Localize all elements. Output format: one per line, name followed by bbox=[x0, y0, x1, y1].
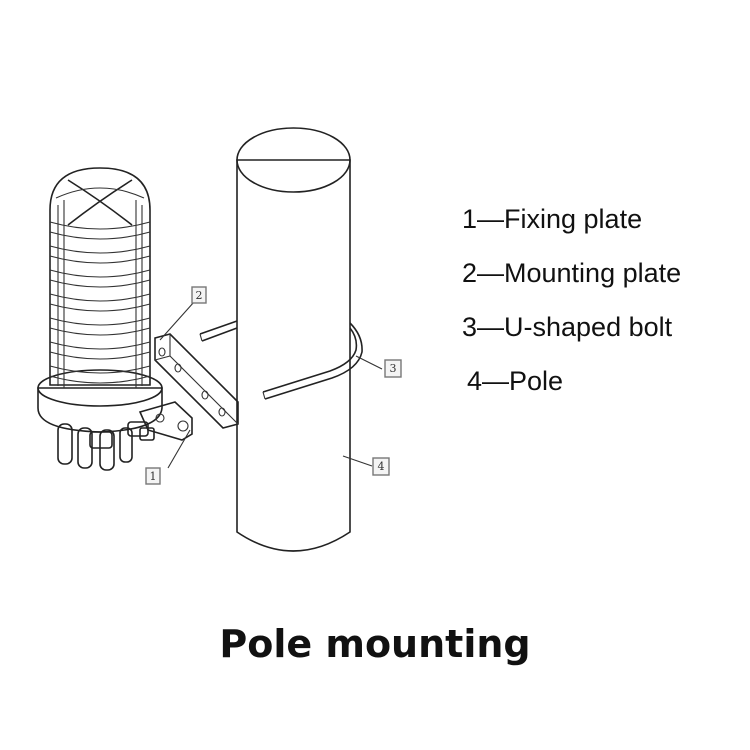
pole bbox=[236, 127, 351, 552]
mounting-plate bbox=[154, 333, 239, 429]
fixing-plate bbox=[138, 401, 193, 441]
callout-2: 2 bbox=[191, 286, 207, 304]
callout-1: 1 bbox=[145, 467, 161, 485]
callout-leaders bbox=[159, 301, 383, 469]
callout-3: 3 bbox=[384, 359, 402, 378]
parts-legend: 1—Fixing plate 2—Mounting plate 3—U-shap… bbox=[462, 192, 681, 408]
dome-closure bbox=[37, 167, 163, 433]
legend-item-fixing-plate: 1—Fixing plate bbox=[462, 204, 643, 234]
legend-item-pole: 4—Pole bbox=[467, 366, 564, 396]
legend-item-mounting-plate: 2—Mounting plate bbox=[462, 258, 682, 288]
svg-text:1: 1 bbox=[150, 470, 157, 483]
svg-text:2: 2 bbox=[196, 289, 203, 302]
diagram-caption: Pole mounting bbox=[219, 622, 531, 666]
cable-ports bbox=[57, 421, 149, 471]
svg-text:3: 3 bbox=[390, 362, 397, 375]
legend-item-u-shaped-bolt: 3—U-shaped bolt bbox=[462, 312, 673, 342]
u-shaped-bolt bbox=[199, 320, 363, 400]
callout-4: 4 bbox=[372, 457, 390, 476]
svg-text:4: 4 bbox=[378, 460, 385, 473]
